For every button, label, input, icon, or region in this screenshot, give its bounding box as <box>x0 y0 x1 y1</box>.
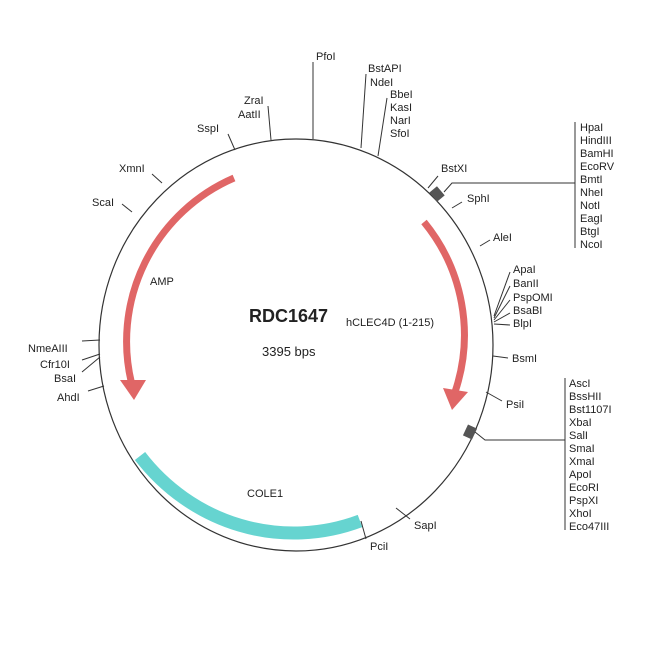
svg-text:BsaBI: BsaBI <box>513 305 542 317</box>
svg-text:HpaI: HpaI <box>580 122 603 134</box>
plasmid-size: 3395 bps <box>262 344 316 359</box>
svg-text:XbaI: XbaI <box>569 417 592 429</box>
site-bbei: BbeI <box>390 89 413 101</box>
svg-text:ApoI: ApoI <box>569 469 592 481</box>
site-pcii: PciI <box>370 541 388 553</box>
svg-text:AscI: AscI <box>569 378 590 390</box>
svg-text:BanII: BanII <box>513 278 539 290</box>
site-nari: NarI <box>390 115 411 127</box>
site-kasi: KasI <box>390 102 412 114</box>
mcs2-cluster-mark <box>462 424 478 440</box>
svg-text:ApaI: ApaI <box>513 264 536 276</box>
svg-text:NheI: NheI <box>580 187 603 199</box>
site-xmni: XmnI <box>119 163 145 175</box>
plasmid-backbone <box>98 138 494 552</box>
plasmid-name: RDC1647 <box>249 306 328 326</box>
insert-label: hCLEC4D (1-215) <box>346 317 434 329</box>
site-cfr10i: Cfr10I <box>40 359 70 371</box>
svg-text:Eco47III: Eco47III <box>569 521 609 533</box>
site-sapi: SapI <box>414 520 437 532</box>
amp-label: AMP <box>150 276 174 288</box>
svg-text:EagI: EagI <box>580 213 603 225</box>
site-zrai: ZraI <box>244 95 264 107</box>
svg-text:XhoI: XhoI <box>569 508 592 520</box>
site-scai: ScaI <box>92 197 114 209</box>
site-bstxi: BstXI <box>441 163 467 175</box>
site-aatii: AatII <box>238 109 261 121</box>
svg-text:NotI: NotI <box>580 200 600 212</box>
site-nmeaiii: NmeAIII <box>28 343 68 355</box>
svg-text:BamHI: BamHI <box>580 148 614 160</box>
amp-arrow <box>120 174 236 400</box>
site-ndei: NdeI <box>370 77 393 89</box>
right-sites-list: ApaI BanII PspOMI BsaBI BlpI <box>513 264 553 330</box>
cole1-label: COLE1 <box>247 488 283 500</box>
site-sfoi: SfoI <box>390 128 410 140</box>
site-bsmi: BsmI <box>512 353 537 365</box>
svg-text:BmtI: BmtI <box>580 174 603 186</box>
site-sspi: SspI <box>197 123 219 135</box>
site-bsai: BsaI <box>54 373 76 385</box>
svg-text:XmaI: XmaI <box>569 456 595 468</box>
mcs2-list: AscI BssHII Bst1107I XbaI SalI SmaI XmaI… <box>569 378 612 533</box>
svg-text:NcoI: NcoI <box>580 239 603 251</box>
svg-text:SmaI: SmaI <box>569 443 595 455</box>
site-psii: PsiI <box>506 399 524 411</box>
svg-text:EcoRV: EcoRV <box>580 161 615 173</box>
svg-text:EcoRI: EcoRI <box>569 482 599 494</box>
site-pfoi: PfoI <box>316 51 336 63</box>
site-alei: AleI <box>493 232 512 244</box>
svg-text:BtgI: BtgI <box>580 226 600 238</box>
site-bstapi: BstAPI <box>368 63 402 75</box>
svg-text:HindIII: HindIII <box>580 135 612 147</box>
site-ahdi: AhdI <box>57 392 80 404</box>
svg-text:Bst1107I: Bst1107I <box>569 404 612 416</box>
svg-text:BlpI: BlpI <box>513 318 532 330</box>
svg-text:SalI: SalI <box>569 430 588 442</box>
cole1-feature <box>134 452 363 540</box>
mcs1-cluster-mark <box>429 186 445 202</box>
svg-text:PspOMI: PspOMI <box>513 292 553 304</box>
svg-text:BssHII: BssHII <box>569 391 601 403</box>
insert-arrow <box>421 219 468 410</box>
mcs1-list: HpaI HindIII BamHI EcoRV BmtI NheI NotI … <box>580 122 615 251</box>
site-sphi: SphI <box>467 193 490 205</box>
svg-text:PspXI: PspXI <box>569 495 598 507</box>
